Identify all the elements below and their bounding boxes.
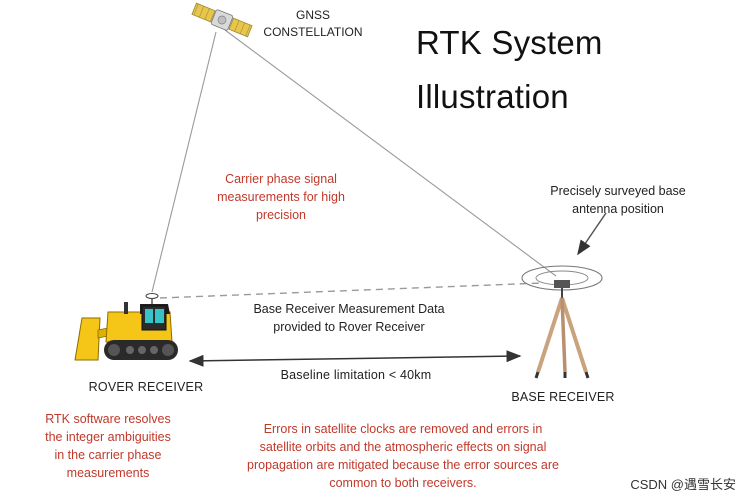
carrier-phase-note: Carrier phase signal measurements for hi… [196,170,366,224]
base-receiver-label: BASE RECEIVER [511,390,615,404]
data-link-note: Base Receiver Measurement Data provided … [244,300,454,336]
tripod-antenna-icon [521,265,603,379]
data-link-dashed-line [159,282,543,299]
carrier-phase-line: precision [255,208,307,222]
signal-line-to-base [224,29,557,277]
base-position-note: Precisely surveyed base antenna position [536,182,700,218]
satellite-icon [191,2,253,38]
carrier-phase-line: Carrier phase signal [225,172,337,186]
diagram-title-line1: RTK System [416,24,603,61]
diagram-title-line2: Illustration [416,78,569,115]
base-position-line: Precisely surveyed base [550,184,686,198]
errors-line: propagation are mitigated because the er… [247,458,559,472]
errors-line: Errors in satellite clocks are removed a… [263,422,543,436]
data-link-line: provided to Rover Receiver [273,320,425,334]
gnss-label-line1: GNSS [295,8,330,22]
data-link-line: Base Receiver Measurement Data [253,302,445,316]
bulldozer-icon [74,293,178,361]
errors-mitigation-note: Errors in satellite clocks are removed a… [218,420,588,492]
watermark: CSDN @遇雪长安 [630,477,736,492]
errors-line: satellite orbits and the atmospheric eff… [259,440,547,454]
signal-line-to-rover [151,31,217,293]
baseline-limit-note: Baseline limitation < 40km [280,368,432,382]
rover-receiver-label: ROVER RECEIVER [88,380,204,394]
rtk-software-note: RTK software resolves the integer ambigu… [36,410,180,482]
gnss-constellation-label: GNSS CONSTELLATION [250,7,376,41]
rtk-software-line: measurements [66,466,150,480]
gnss-label-line2: CONSTELLATION [263,25,363,39]
base-position-arrow [577,212,607,256]
carrier-phase-line: measurements for high [217,190,345,204]
rtk-software-line: RTK software resolves [45,412,171,426]
rtk-software-line: the integer ambiguities [45,430,171,444]
errors-line: common to both receivers. [329,476,477,490]
base-position-line: antenna position [572,202,664,216]
baseline-arrow [188,350,522,367]
rtk-software-line: in the carrier phase [54,448,162,462]
